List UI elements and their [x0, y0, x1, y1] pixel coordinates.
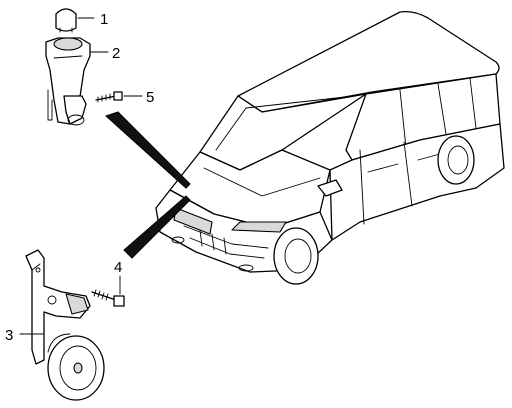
horn-bracket: [25, 249, 91, 365]
callout-4: 4: [114, 259, 122, 276]
leader-wedge-lower: [123, 195, 191, 259]
minivan-illustration: [155, 10, 505, 285]
callout-3: 3: [5, 327, 13, 344]
callout-5: 5: [146, 89, 154, 106]
bolt-part-lower: [91, 289, 125, 307]
callout-2: 2: [112, 45, 120, 62]
cap-part: [55, 8, 77, 32]
callout-1: 1: [100, 11, 108, 28]
horn-relay-assembly: [45, 8, 123, 126]
leader-wedge-upper: [105, 111, 191, 189]
horn-assembly: [25, 249, 125, 401]
screw-part-upper: [95, 91, 123, 103]
